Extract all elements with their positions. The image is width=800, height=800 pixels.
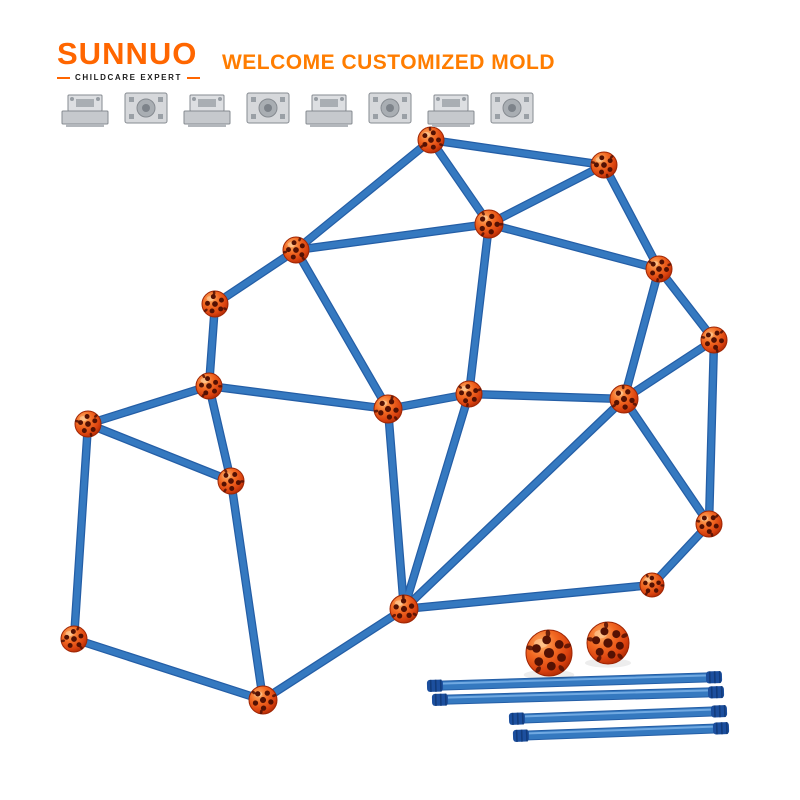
mold-photo-icon bbox=[124, 92, 168, 124]
connector-ball bbox=[695, 510, 723, 538]
mold-thumbnail bbox=[179, 84, 235, 130]
tagline-line-right-icon bbox=[186, 76, 200, 79]
mold-photo-icon bbox=[246, 92, 290, 124]
mold-thumbnail bbox=[362, 84, 418, 130]
connector-ball bbox=[248, 685, 278, 715]
connector-ball bbox=[195, 372, 223, 400]
mold-photo-icon bbox=[427, 94, 475, 127]
connector-ball bbox=[639, 572, 665, 598]
brand-logo: SUNNUO CHILDCARE EXPERT bbox=[57, 38, 200, 82]
connector-ball bbox=[525, 629, 573, 677]
brand-name: SUNNUO bbox=[57, 36, 198, 71]
mold-thumbnail bbox=[240, 84, 296, 130]
connector-ball bbox=[609, 384, 639, 414]
mold-thumbnail bbox=[423, 84, 479, 130]
mold-thumbnail bbox=[118, 84, 174, 130]
mold-photo-icon bbox=[368, 92, 412, 124]
connector-ball bbox=[417, 126, 445, 154]
connector-ball bbox=[60, 625, 88, 653]
connector-ball bbox=[645, 255, 673, 283]
header: SUNNUO CHILDCARE EXPERT WELCOME CUSTOMIZ… bbox=[57, 38, 555, 82]
loose-rod bbox=[431, 686, 725, 706]
loose-rod bbox=[426, 671, 723, 692]
connector-ball bbox=[455, 380, 483, 408]
headline: WELCOME CUSTOMIZED MOLD bbox=[221, 51, 556, 74]
loose-parts bbox=[426, 621, 730, 742]
mold-thumbnail bbox=[301, 84, 357, 130]
mold-photo-icon bbox=[183, 94, 231, 127]
mold-thumbnails-row bbox=[57, 84, 540, 130]
connector-ball bbox=[586, 621, 630, 665]
loose-rod bbox=[508, 705, 728, 725]
brand-tagline-text: CHILDCARE EXPERT bbox=[75, 73, 182, 82]
mold-photo-icon bbox=[61, 94, 109, 127]
mold-photo-icon bbox=[305, 94, 353, 127]
connector-ball bbox=[590, 151, 618, 179]
connector-balls bbox=[60, 126, 728, 715]
connector-ball bbox=[217, 467, 245, 495]
connector-ball bbox=[282, 236, 310, 264]
loose-rod bbox=[512, 722, 730, 742]
mold-thumbnail bbox=[484, 84, 540, 130]
tagline-line-left-icon bbox=[57, 76, 70, 79]
connector-ball bbox=[373, 394, 403, 424]
connector-ball bbox=[74, 410, 102, 438]
connector-ball bbox=[389, 594, 419, 624]
connector-ball bbox=[700, 326, 728, 354]
rod-edges bbox=[69, 135, 719, 705]
connector-ball bbox=[474, 209, 504, 239]
mold-thumbnail bbox=[57, 84, 113, 130]
connector-ball bbox=[201, 290, 229, 318]
mold-photo-icon bbox=[490, 92, 534, 124]
brand-tagline: CHILDCARE EXPERT bbox=[57, 73, 200, 82]
